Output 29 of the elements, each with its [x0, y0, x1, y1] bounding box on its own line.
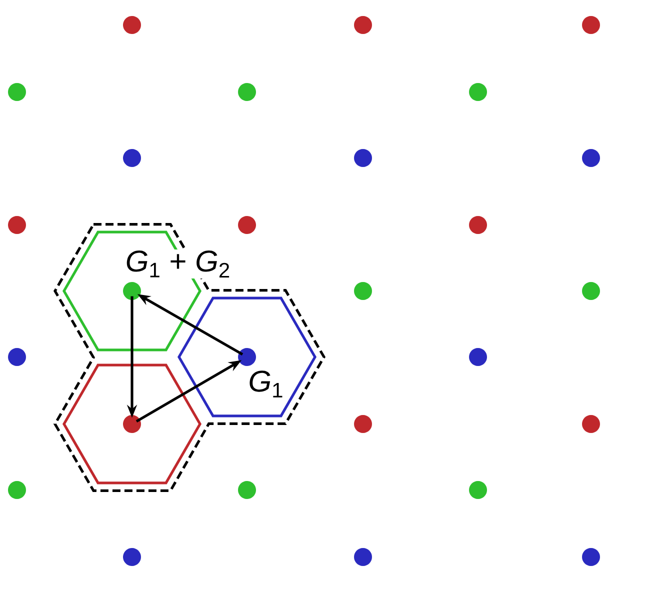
lattice-point: [123, 16, 141, 34]
lattice-point: [354, 149, 372, 167]
lattice-point: [582, 149, 600, 167]
lattice-point: [238, 348, 256, 366]
lattice-point: [123, 149, 141, 167]
lattice-point: [123, 548, 141, 566]
lattice-point: [354, 16, 372, 34]
lattice-point: [8, 481, 26, 499]
lattice-point: [354, 282, 372, 300]
lattice-point: [238, 216, 256, 234]
lattice-point: [469, 216, 487, 234]
lattice-point: [469, 348, 487, 366]
lattice-point: [582, 548, 600, 566]
lattice-point: [8, 348, 26, 366]
vector-label: G$_{1}$: [250, 370, 282, 398]
lattice-point: [469, 83, 487, 101]
lattice-point: [354, 415, 372, 433]
lattice-point: [582, 16, 600, 34]
lattice-point: [354, 548, 372, 566]
lattice-point: [582, 282, 600, 300]
lattice-point: [238, 83, 256, 101]
lattice-point: [123, 415, 141, 433]
lattice-point: [469, 481, 487, 499]
vector-label: G$_{1}$ + G$_{2}$: [124, 249, 232, 279]
lattice-point: [238, 481, 256, 499]
lattice-point: [8, 83, 26, 101]
lattice-point: [582, 415, 600, 433]
lattice-point: [8, 216, 26, 234]
lattice-point: [123, 282, 141, 300]
